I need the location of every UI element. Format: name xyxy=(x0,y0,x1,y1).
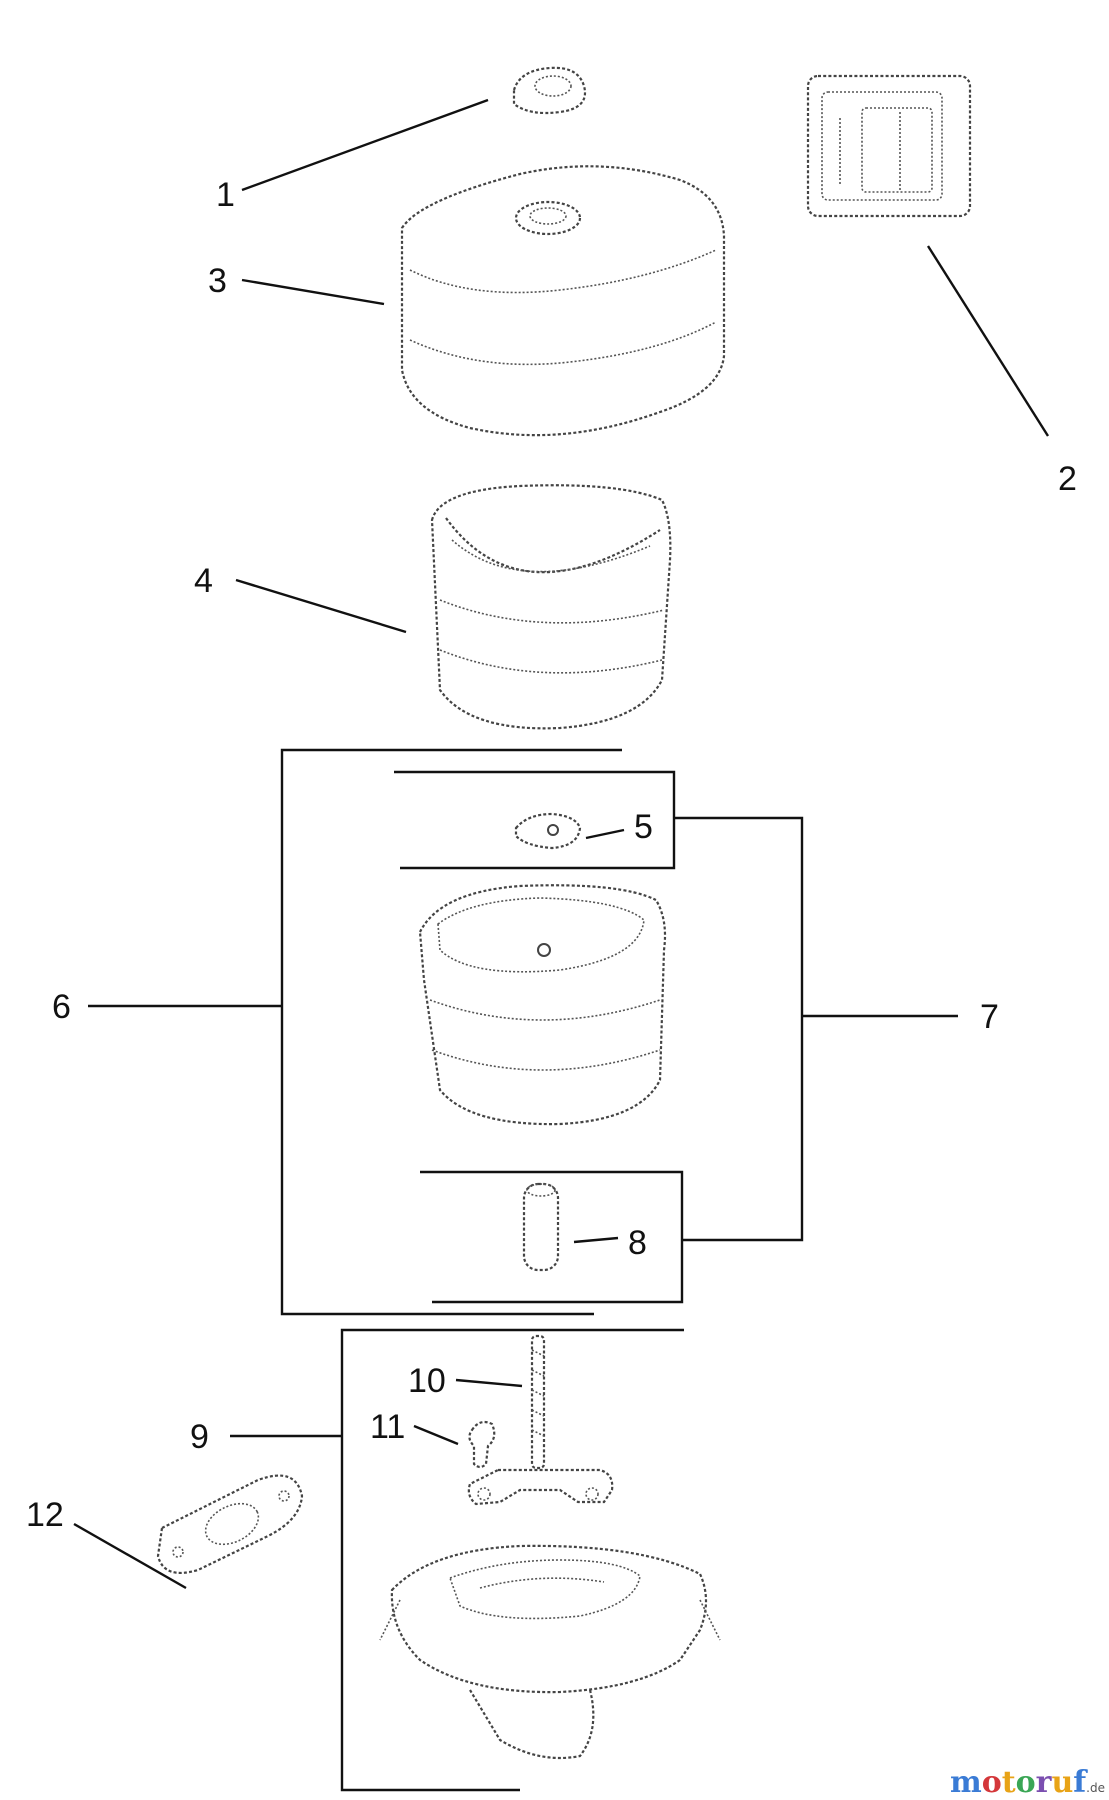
callout-10: 10 xyxy=(408,1362,446,1400)
part-3-cover xyxy=(400,165,726,437)
part-8-tube xyxy=(522,1182,560,1272)
callout-2: 2 xyxy=(1058,460,1077,498)
leader-lines xyxy=(73,98,1050,1590)
callout-7: 7 xyxy=(980,998,999,1036)
callout-5: 5 xyxy=(634,808,653,846)
part-1-grommet xyxy=(512,66,587,115)
part-10-stud xyxy=(530,1334,546,1470)
part-2-filter-pad xyxy=(806,74,972,218)
callout-4: 4 xyxy=(194,562,213,600)
svg-text:motoruf.de: motoruf.de xyxy=(950,1765,1105,1800)
group-bracket-6 xyxy=(280,748,684,1316)
callout-11: 11 xyxy=(370,1408,405,1446)
base xyxy=(379,1544,721,1760)
callout-8: 8 xyxy=(628,1224,647,1262)
callout-labels: 1 2 3 4 5 6 7 8 9 10 11 12 xyxy=(26,176,1077,1534)
callout-1: 1 xyxy=(216,176,235,214)
part-5-seal xyxy=(514,812,582,850)
part-12-gasket xyxy=(156,1474,304,1574)
callout-12: 12 xyxy=(26,1496,64,1534)
bracket xyxy=(467,1468,614,1506)
callout-6: 6 xyxy=(52,988,71,1026)
callout-9: 9 xyxy=(190,1418,209,1456)
group-bracket-7 xyxy=(674,816,958,1242)
part-11-screw xyxy=(468,1420,496,1469)
motoruf-logo: motoruf.de xyxy=(950,1765,1105,1800)
callout-3: 3 xyxy=(208,262,227,300)
group-bracket-9 xyxy=(340,1328,684,1792)
part-4-pre-cleaner xyxy=(430,484,672,730)
filter-element xyxy=(418,884,667,1126)
